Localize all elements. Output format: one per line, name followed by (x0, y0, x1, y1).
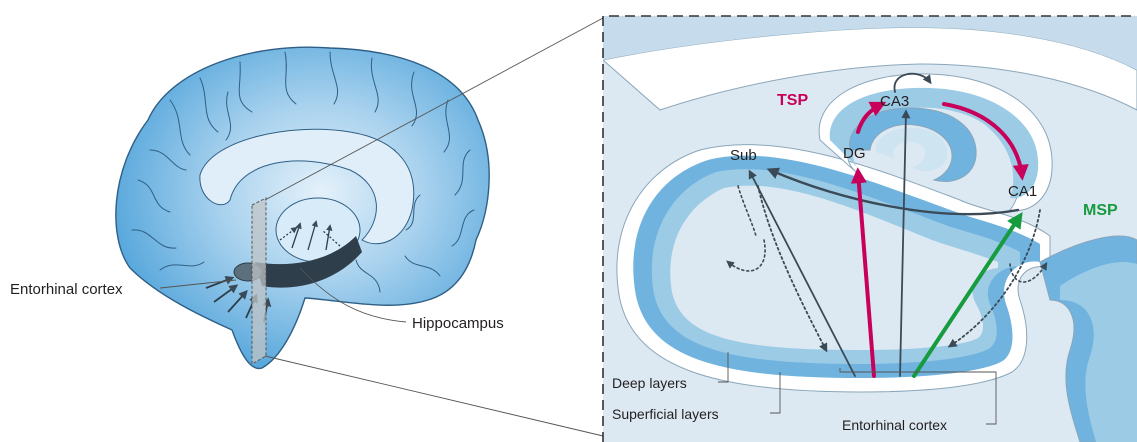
ca1-label: CA1 (1008, 183, 1037, 200)
entorhinal-label-right: Entorhinal cortex (842, 417, 947, 433)
brain-illustration: Entorhinal cortex Hippocampus (10, 18, 603, 436)
zoom-panel: CA3 DG CA1 Sub TSP MSP Deep layers Super… (603, 16, 1137, 442)
superficial-layers-label: Superficial layers (612, 406, 719, 422)
zoom-line-bottom (265, 356, 603, 436)
entorhinal-label-left: Entorhinal cortex (10, 281, 123, 298)
sub-label: Sub (730, 147, 757, 164)
msp-label: MSP (1083, 202, 1118, 219)
dg-label: DG (843, 145, 866, 162)
section-plane (252, 198, 266, 364)
deep-layers-label: Deep layers (612, 375, 687, 391)
ca3-label: CA3 (880, 93, 909, 110)
hippocampus-label: Hippocampus (412, 315, 504, 332)
tsp-label: TSP (777, 92, 808, 109)
